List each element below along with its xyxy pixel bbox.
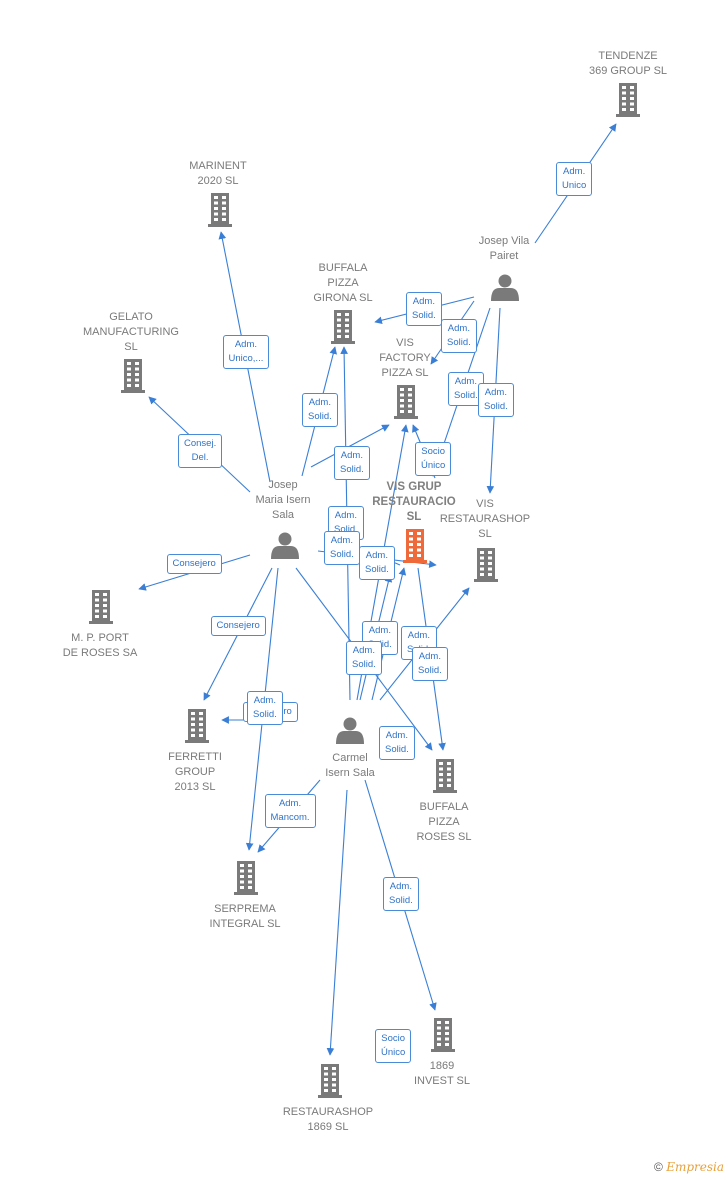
- company-name-label[interactable]: RESTAURASHOP 1869 SL: [282, 1106, 374, 1133]
- building-icon[interactable]: [234, 861, 258, 895]
- building-icon[interactable]: [394, 385, 418, 419]
- relation-role-label: Socio Único: [415, 442, 452, 476]
- person-icon[interactable]: [336, 717, 364, 745]
- person-icon[interactable]: [491, 274, 519, 302]
- relation-role-label: Adm. Solid.: [441, 319, 477, 353]
- relation-role-label: Adm. Solid.: [412, 647, 448, 681]
- relation-role-label: Adm. Solid.: [334, 446, 370, 480]
- company-name-label[interactable]: BUFFALA PIZZA GIRONA SL: [313, 262, 373, 304]
- relation-role-label: Adm. Solid.: [478, 383, 514, 417]
- company-name-label[interactable]: BUFFALA PIZZA ROSES SL: [416, 801, 472, 843]
- relation-role-label: Adm. Solid.: [359, 546, 395, 580]
- building-icon[interactable]: [433, 759, 457, 793]
- relation-role-label: Adm. Mancom.: [264, 794, 316, 828]
- company-name-label[interactable]: 1869 INVEST SL: [413, 1060, 471, 1087]
- building-icon[interactable]: [474, 548, 498, 582]
- relation-role-label: Adm. Solid.: [383, 877, 419, 911]
- company-name-label[interactable]: SERPREMA INTEGRAL SL: [209, 903, 281, 930]
- relation-role-label: Consej. Del.: [178, 434, 223, 468]
- building-icon[interactable]: [331, 310, 355, 344]
- relation-role-label: Consejero: [166, 554, 222, 574]
- relation-role-label: Adm. Solid.: [247, 691, 283, 725]
- relation-edge: [326, 789, 348, 1056]
- person-name-label[interactable]: Josep Vila Pairet: [478, 235, 530, 262]
- relation-role-label: Consejero: [210, 616, 266, 636]
- person-name-label[interactable]: Josep Maria Isern Sala: [255, 479, 311, 521]
- company-name-label[interactable]: M. P. PORT DE ROSES SA: [62, 632, 138, 659]
- company-name-label[interactable]: VIS FACTORY PIZZA SL: [379, 337, 431, 379]
- relation-role-label: Adm. Solid.: [346, 641, 382, 675]
- building-icon[interactable]: [185, 709, 209, 743]
- company-name-label[interactable]: VIS GRUP RESTAURACIO SL: [372, 481, 456, 523]
- building-icon[interactable]: [208, 193, 232, 227]
- relation-role-label: Adm. Solid.: [302, 393, 338, 427]
- building-icon[interactable]: [89, 590, 113, 624]
- company-name-label[interactable]: GELATO MANUFACTURING SL: [83, 311, 179, 353]
- footer-brand[interactable]: © Empresia: [654, 1160, 724, 1174]
- building-icon[interactable]: [431, 1018, 455, 1052]
- company-name-label[interactable]: FERRETTI GROUP 2013 SL: [168, 751, 222, 793]
- brand-name: Empresia: [666, 1160, 724, 1174]
- company-name-label[interactable]: MARINENT 2020 SL: [189, 160, 247, 187]
- building-icon[interactable]: [616, 83, 640, 117]
- company-name-label[interactable]: TENDENZE 369 GROUP SL: [588, 50, 668, 77]
- relation-role-label: Socio Único: [375, 1029, 412, 1063]
- copyright-symbol: ©: [654, 1160, 663, 1174]
- company-name-label[interactable]: VIS RESTAURASHOP SL: [439, 498, 531, 540]
- relation-role-label: Adm. Solid.: [406, 292, 442, 326]
- relation-role-label: Adm. Unico,...: [222, 335, 270, 369]
- relation-role-label: Adm. Solid.: [379, 726, 415, 760]
- person-name-label[interactable]: Carmel Isern Sala: [325, 752, 375, 779]
- main-company-building-icon[interactable]: [403, 529, 427, 563]
- building-icon[interactable]: [318, 1064, 342, 1098]
- relation-role-label: Adm. Unico: [556, 162, 593, 196]
- relation-role-label: Adm. Solid.: [324, 531, 360, 565]
- building-icon[interactable]: [121, 359, 145, 393]
- person-icon[interactable]: [271, 532, 299, 560]
